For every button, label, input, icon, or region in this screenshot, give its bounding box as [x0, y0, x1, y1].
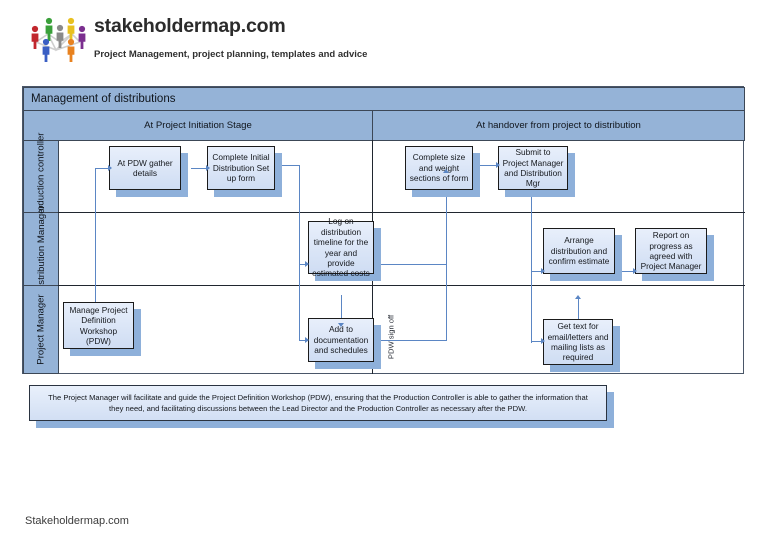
arrowhead-gather-details [108, 165, 112, 171]
connector-submit-to-arrange-h [531, 271, 543, 273]
brand-tagline: Project Management, project planning, te… [94, 49, 368, 60]
arrowhead-submit-to-pm [496, 162, 500, 168]
connector-pdw-to-gather-v [95, 168, 97, 305]
arrowhead-report-on-progress [633, 268, 637, 274]
connector-signoff-h [371, 264, 447, 266]
arrowhead-initial-form [206, 165, 210, 171]
arrowhead-complete-size-weight [443, 169, 449, 173]
brand-text-wrap: stakeholdermap.com Project Management, p… [94, 14, 367, 61]
process-submit-to-pm-and-distribution-mgr-label: Submit to Project Manager and Distributi… [502, 147, 564, 189]
people-network-icon [26, 12, 88, 64]
process-submit-to-pm-and-distribution-mgr[interactable]: Submit to Project Manager and Distributi… [498, 146, 568, 190]
connector-pdw-to-gather-h [95, 168, 109, 170]
process-get-text-for-email[interactable]: Get text for email/letters and mailing l… [543, 319, 613, 365]
connector-submit-down-v [531, 191, 533, 343]
annotation-pdw-sign-off: PDW sign off [385, 300, 397, 374]
stage-header-handover-label: At handover from project to distribution [476, 120, 641, 131]
stage-header-initiation-label: At Project Initiation Stage [144, 120, 252, 131]
connector-handover-feed-v [446, 173, 448, 341]
diagram-title-band: Management of distributions [23, 87, 745, 111]
note-text: The Project Manager will facilitate and … [48, 392, 588, 414]
connector-adddoc-right-h [375, 340, 447, 342]
arrowhead-arrange-bottom [575, 295, 581, 299]
process-arrange-distribution-label: Arrange distribution and confirm estimat… [548, 235, 610, 267]
process-complete-initial-distribution-form[interactable]: Complete Initial Distribution Set up for… [207, 146, 275, 190]
connector-gettext-to-arrange-v [578, 299, 580, 327]
lane-label-project-manager: Project Manager [23, 285, 59, 374]
stage-header-initiation: At Project Initiation Stage [23, 110, 373, 141]
connector-initialform-out-h [275, 165, 300, 167]
connector-initialform-down-v [299, 165, 301, 341]
diagram-title: Management of distributions [31, 93, 176, 105]
process-get-text-for-email-label: Get text for email/letters and mailing l… [547, 321, 609, 363]
lane-label-distribution-manager-text: Distribution Manager [35, 204, 47, 294]
note-box: The Project Manager will facilitate and … [29, 385, 607, 421]
lane-separator-2 [58, 285, 745, 286]
process-complete-initial-distribution-form-label: Complete Initial Distribution Set up for… [212, 152, 270, 184]
connector-to-add-doc-h [299, 340, 308, 342]
connector-logon-to-adddoc-v [341, 295, 343, 325]
annotation-pdw-sign-off-label: PDW sign off [386, 314, 396, 360]
arrowhead-log-on-distribution [305, 261, 309, 267]
lane-label-distribution-manager: Distribution Manager [23, 205, 59, 293]
lane-label-production-controller: Production controller [23, 133, 59, 221]
process-manage-project-definition-workshop[interactable]: Manage Project Definition Workshop (PDW) [63, 302, 134, 349]
arrowhead-arrange-distribution [541, 268, 545, 274]
process-at-pdw-gather-details-label: At PDW gather details [117, 157, 173, 178]
swimlane-diagram: Management of distributions At Project I… [22, 86, 745, 374]
process-add-to-documentation-label: Add to documentation and schedules [313, 324, 369, 356]
process-log-on-distribution-timeline-label: Log on distribution timeline for the yea… [312, 216, 370, 279]
process-manage-project-definition-workshop-label: Manage Project Definition Workshop (PDW) [69, 304, 128, 346]
lane-label-project-manager-text: Project Manager [35, 294, 47, 365]
connector-arrange-to-report [615, 271, 635, 273]
brand-header: stakeholdermap.com Project Management, p… [26, 12, 726, 68]
process-log-on-distribution-timeline[interactable]: Log on distribution timeline for the yea… [308, 216, 374, 278]
arrowhead-get-text [541, 338, 545, 344]
process-arrange-distribution[interactable]: Arrange distribution and confirm estimat… [543, 228, 615, 274]
process-report-on-progress-label: Report on progress as agreed with Projec… [640, 230, 702, 272]
process-report-on-progress[interactable]: Report on progress as agreed with Projec… [635, 228, 707, 274]
process-complete-size-and-weight-label: Complete size and weight sections of for… [409, 152, 469, 184]
footer-text: Stakeholdermap.com [25, 515, 129, 527]
process-complete-size-and-weight[interactable]: Complete size and weight sections of for… [405, 146, 473, 190]
stage-header-handover: At handover from project to distribution [372, 110, 745, 141]
process-at-pdw-gather-details[interactable]: At PDW gather details [109, 146, 181, 190]
lane-separator-1 [58, 212, 745, 213]
connector-to-log-on-h [299, 264, 308, 266]
brand-title: stakeholdermap.com [94, 15, 286, 37]
arrowhead-add-to-documentation [305, 337, 309, 343]
arrowhead-add-doc-top [338, 323, 344, 327]
connector-submit-to-gettext-h [531, 341, 543, 343]
connector-gather-to-initialform [191, 168, 208, 170]
connector-size-to-submit [480, 165, 498, 167]
